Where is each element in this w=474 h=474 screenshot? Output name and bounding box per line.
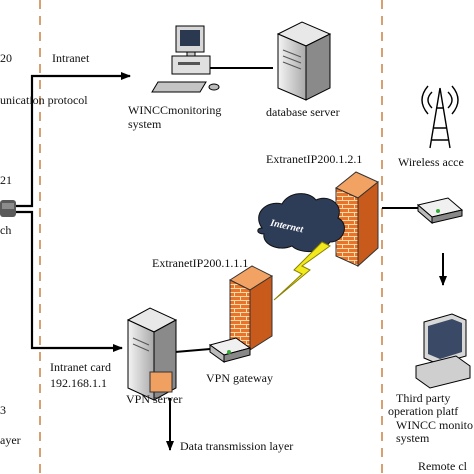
intranet-link (16, 72, 131, 208)
third-party-label-1: Third party (396, 391, 451, 405)
third-party-label-3: WINCC monito (396, 418, 473, 432)
switch-icon (0, 200, 16, 217)
vpn-gateway-icon (208, 337, 252, 363)
wireless-access-label: Wireless acce (398, 155, 464, 169)
intranet-card-ip-label: 192.168.1.1 (50, 376, 107, 390)
ip-top-left-label: 20 (0, 51, 12, 65)
vpn-server-icon (126, 307, 178, 401)
radio-tower-icon (421, 85, 459, 149)
third-party-label-2: operation platf (388, 404, 459, 418)
intranet-label: Intranet (52, 51, 90, 65)
ip-bottom-left-label: 3 (0, 403, 6, 417)
wincc-system-label: system (128, 117, 162, 131)
wincc-monitoring-label: WINCCmonitoring (128, 103, 222, 117)
vpn-link (16, 210, 123, 352)
firewall-lower-icon (228, 265, 274, 351)
layer-label: ayer (0, 433, 21, 447)
database-server-icon (276, 21, 332, 101)
communication-protocol-label: unication protocol (0, 93, 88, 107)
vpn-server-label: VPN server (126, 392, 183, 406)
wincc-pc-icon (151, 25, 220, 93)
wireless-access-point-icon (416, 197, 464, 225)
extranet-ip-2-label: ExtranetIP200.1.2.1 (266, 152, 363, 166)
third-party-pc-icon (415, 313, 471, 389)
switch-label: ch (0, 223, 12, 237)
data-transmission-layer-label: Data transmission layer (180, 439, 294, 453)
intranet-card-label: Intranet card (50, 360, 111, 374)
remote-client-label: Remote cl (418, 459, 467, 473)
internet-cloud-icon (257, 193, 345, 252)
ip-mid-left-label: 21 (0, 173, 12, 187)
database-server-label: database server (266, 105, 340, 119)
firewall-upper-icon (335, 171, 379, 268)
vpn-gateway-label: VPN gateway (206, 371, 273, 385)
lightning-bolt-icon (273, 241, 331, 301)
third-party-label-4: system (396, 431, 430, 445)
extranet-ip-1-label: ExtranetIP200.1.1.1 (152, 256, 249, 270)
